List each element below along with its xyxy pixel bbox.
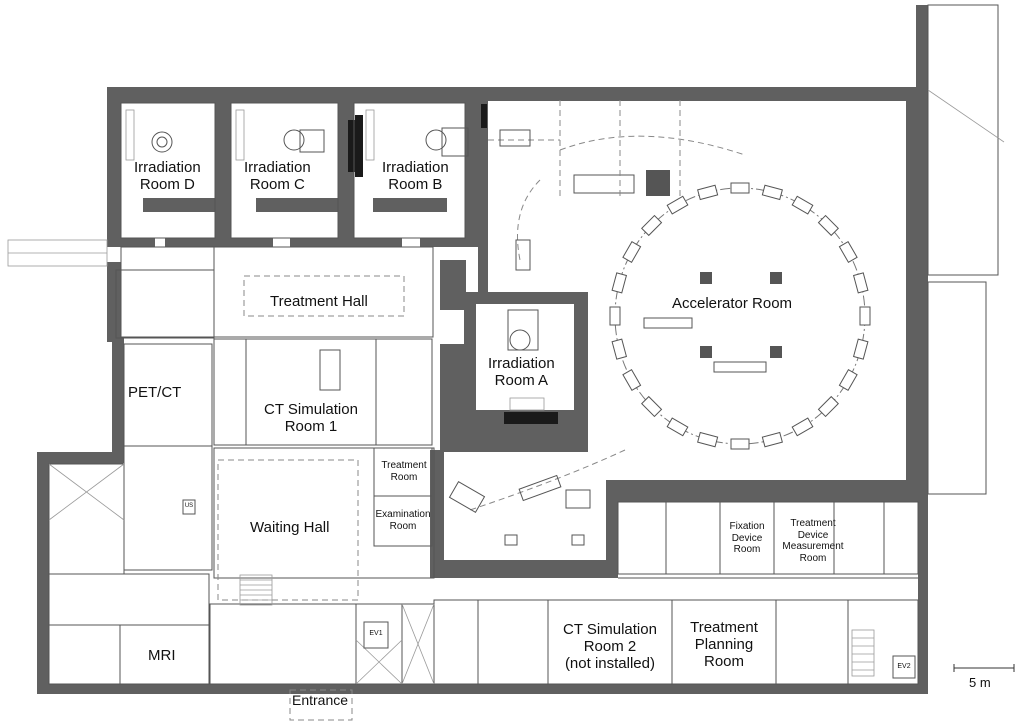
ring-magnet xyxy=(817,395,839,418)
interior-walls xyxy=(7,4,1015,721)
treatment-hall-label: Treatment Hall xyxy=(270,293,368,310)
ring-magnet xyxy=(611,338,628,360)
ring-magnet xyxy=(609,306,621,326)
us-marker: US xyxy=(184,503,194,509)
ring-magnet xyxy=(852,272,869,294)
ring-magnet xyxy=(838,369,858,391)
ring-magnet xyxy=(817,214,839,237)
ring-magnet xyxy=(859,306,871,326)
ev2-marker: EV2 xyxy=(897,663,911,670)
ring-magnet xyxy=(666,417,689,437)
ring-magnet xyxy=(641,214,663,237)
ring-magnet xyxy=(611,272,628,294)
ring-magnet xyxy=(622,241,642,263)
ring-magnet xyxy=(852,338,869,360)
ring-magnet xyxy=(697,431,719,448)
ring-magnet xyxy=(838,241,858,263)
scale-bar-label: 5 m xyxy=(969,675,991,690)
ev1-marker: EV1 xyxy=(369,630,383,637)
pet-ct-label: PET/CT xyxy=(128,384,182,401)
waiting-hall-label: Waiting Hall xyxy=(250,519,330,536)
ring-magnet xyxy=(791,417,814,437)
ring-magnet xyxy=(730,438,750,450)
accelerator-room-label: Accelerator Room xyxy=(672,295,793,312)
mri-label: MRI xyxy=(148,647,176,664)
equipment xyxy=(151,127,591,546)
outer-walls xyxy=(37,5,928,694)
ring-magnet xyxy=(666,195,689,215)
ring-magnet xyxy=(761,184,783,201)
ring-magnet xyxy=(697,184,719,201)
ring-magnet xyxy=(761,431,783,448)
ring-magnet xyxy=(622,369,642,391)
entrance-label: Entrance xyxy=(292,692,349,708)
ring-magnet xyxy=(641,395,663,418)
ring-magnet xyxy=(730,182,750,194)
ring-magnet xyxy=(791,195,814,215)
